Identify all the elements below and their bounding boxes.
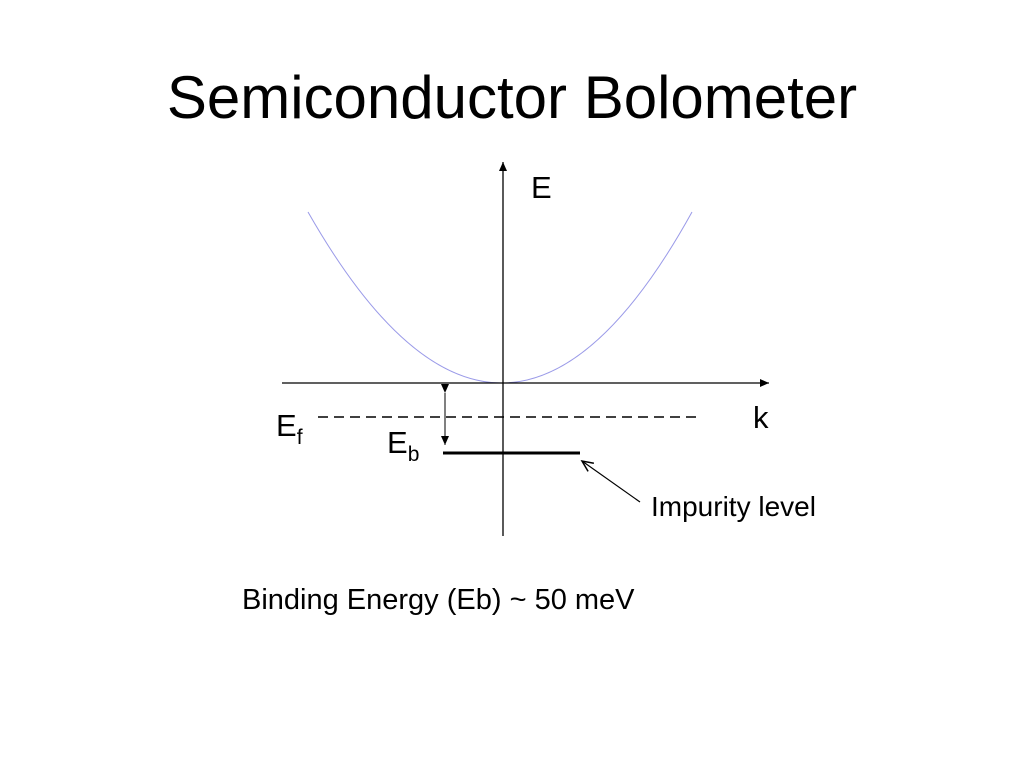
binding-energy-caption: Binding Energy (Eb) ~ 50 meV (242, 584, 635, 616)
binding-energy-label-sub: b (408, 443, 420, 466)
fermi-level-label-main: E (276, 408, 297, 443)
binding-energy-label: Eb (387, 425, 419, 466)
momentum-axis-label: k (753, 400, 769, 435)
fermi-level-label: Ef (276, 408, 303, 449)
impurity-level-label: Impurity level (651, 491, 816, 522)
slide-title: Semiconductor Bolometer (166, 64, 858, 131)
conduction-band-curve (307, 211, 693, 384)
fermi-level-label-sub: f (297, 426, 303, 449)
impurity-pointer-arrow (580, 459, 641, 503)
binding-energy-label-main: E (387, 425, 408, 460)
energy-axis-label: E (531, 170, 552, 205)
